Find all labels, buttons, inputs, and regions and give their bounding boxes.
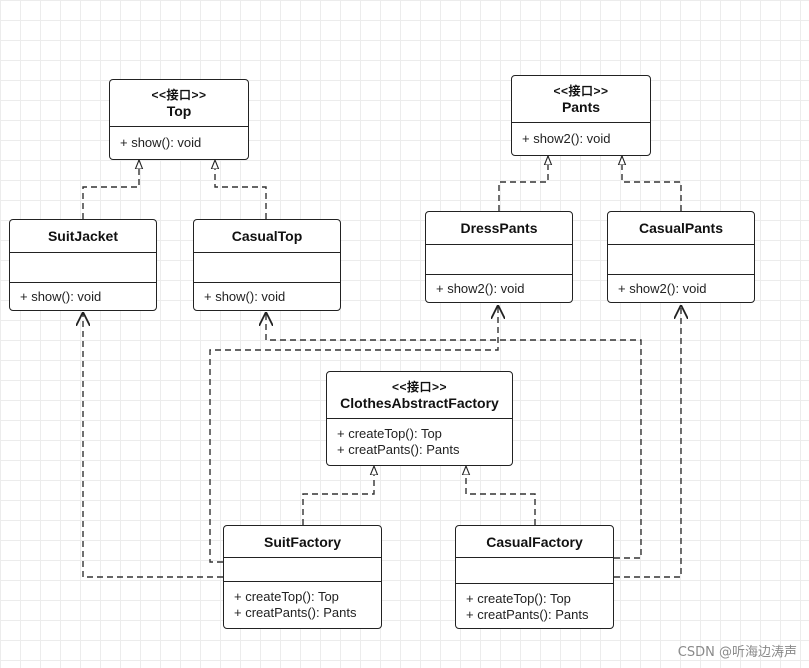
top-stereotype: <<接口>>: [151, 88, 207, 102]
watermark: CSDN @听海边涛声: [677, 645, 797, 660]
casualfactory-realizes-factory: [466, 466, 536, 525]
casualtop-attributes: [194, 253, 340, 283]
suitfactory-op-creatpants: + creatPants(): Pants: [234, 605, 357, 620]
casualpants-class-box[interactable]: CasualPants + show2(): void: [607, 211, 755, 303]
casualpants-attributes: [608, 245, 754, 275]
suitjacket-title: SuitJacket: [47, 228, 119, 244]
dresspants-op-show2: + show2(): void: [436, 281, 525, 296]
top-op-show: + show(): void: [120, 135, 202, 150]
suitjacket-class-box[interactable]: SuitJacket + show(): void: [9, 219, 157, 311]
casualtop-op-show: + show(): void: [204, 289, 286, 304]
clothesabstractfactory-interface-box[interactable]: <<接口>> ClothesAbstractFactory + createTo…: [326, 371, 513, 466]
casualfactory-op-createtop: + createTop(): Top: [466, 591, 571, 606]
suitjacket-attributes: [10, 253, 156, 283]
casualtop-realizes-top: [215, 160, 267, 219]
casualtop-class-box[interactable]: CasualTop + show(): void: [193, 219, 341, 311]
top-interface-box[interactable]: <<接口>> Top + show(): void: [109, 79, 249, 160]
dresspants-attributes: [426, 245, 572, 275]
suitjacket-op-show: + show(): void: [20, 289, 102, 304]
dresspants-realizes-pants: [498, 156, 548, 211]
suitjacket-realizes-top: [82, 160, 139, 219]
factory-op-creatpants: + creatPants(): Pants: [337, 442, 460, 457]
pants-op-show2: + show2(): void: [522, 131, 611, 146]
pants-interface-box[interactable]: <<接口>> Pants + show2(): void: [511, 75, 651, 156]
casualfactory-title: CasualFactory: [486, 533, 583, 550]
suitfactory-attributes: [224, 558, 381, 582]
casualtop-title: CasualTop: [231, 228, 303, 244]
suitfactory-uses-suitjacket: [83, 312, 223, 578]
factory-title: ClothesAbstractFactory: [340, 395, 499, 411]
suitfactory-realizes-factory: [302, 466, 374, 525]
factory-stereotype: <<接口>>: [391, 380, 448, 394]
suitfactory-title: SuitFactory: [263, 533, 341, 550]
suitfactory-uses-dresspants: [209, 305, 498, 563]
casualfactory-uses-casualtop: [266, 312, 642, 559]
dresspants-class-box[interactable]: DressPants + show2(): void: [425, 211, 573, 303]
casualpants-realizes-pants: [622, 156, 682, 211]
dresspants-title: DressPants: [460, 220, 538, 236]
casualpants-title: CasualPants: [638, 220, 724, 236]
casualfactory-class-box[interactable]: CasualFactory + createTop(): Top + creat…: [455, 525, 614, 629]
factory-op-createtop: + createTop(): Top: [337, 426, 442, 441]
casualfactory-uses-casualpants: [614, 305, 681, 578]
casualpants-op-show2: + show2(): void: [618, 281, 707, 296]
casualfactory-op-creatpants: + creatPants(): Pants: [466, 607, 589, 622]
suitfactory-class-box[interactable]: SuitFactory + createTop(): Top + creatPa…: [223, 525, 382, 629]
pants-title: Pants: [561, 99, 601, 115]
casualfactory-attributes: [456, 558, 613, 584]
suitfactory-op-createtop: + createTop(): Top: [234, 589, 339, 604]
top-title: Top: [166, 103, 192, 119]
pants-stereotype: <<接口>>: [553, 84, 609, 98]
